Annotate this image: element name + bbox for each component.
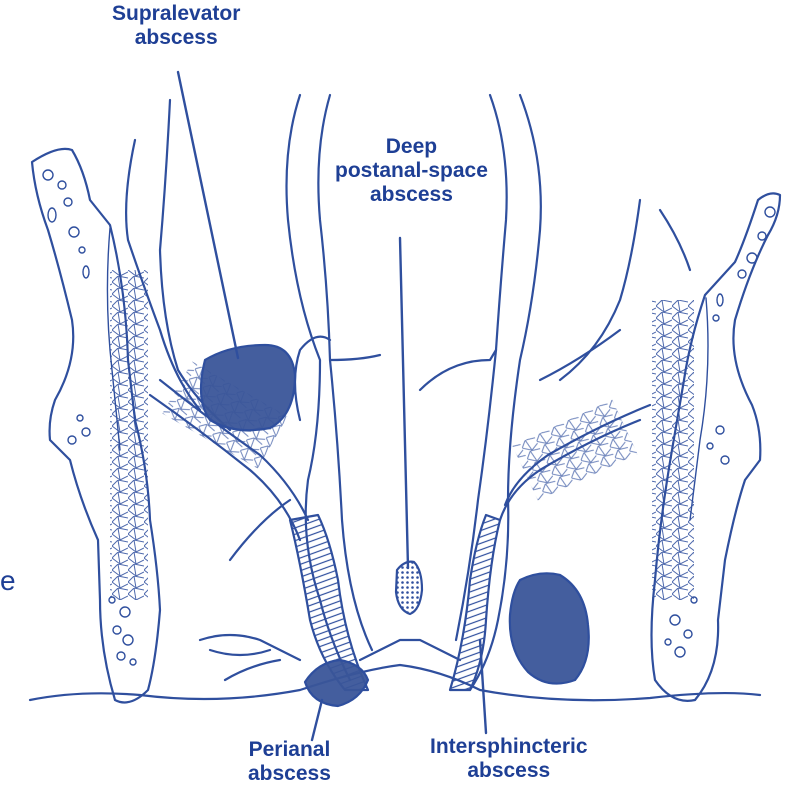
cropped-text-fragment: e <box>0 565 16 597</box>
left-pelvic-bone <box>32 149 160 703</box>
supralevator-abscess-label: Supralevator abscess <box>112 2 240 50</box>
intersphincteric-leader <box>480 640 486 733</box>
label-line: Perianal <box>248 738 331 762</box>
supralevator-abscess-shape <box>201 345 295 430</box>
label-line: abscess <box>248 762 331 786</box>
label-line: Supralevator <box>112 2 240 26</box>
deep-postanal-leader <box>400 238 408 568</box>
label-line: abscess <box>430 759 588 783</box>
anal-sphincters <box>290 515 500 690</box>
right-muscle-cells <box>652 300 694 600</box>
deep-postanal-abscess-shape <box>396 562 422 614</box>
deep-postanal-space-abscess-label: Deep postanal-space abscess <box>335 135 488 207</box>
intersphincteric-abscess-label: Intersphincteric abscess <box>430 735 588 783</box>
right-pelvic-bone <box>652 193 781 701</box>
label-line: postanal-space <box>335 159 488 183</box>
intersphincteric-abscess-shape <box>510 573 589 683</box>
label-line: abscess <box>112 26 240 50</box>
left-muscle-cells <box>110 270 148 600</box>
perianal-leader <box>312 700 322 740</box>
label-line: Intersphincteric <box>430 735 588 759</box>
label-line: Deep <box>335 135 488 159</box>
perianal-abscess-shape <box>305 660 368 706</box>
label-line: abscess <box>335 183 488 207</box>
perianal-abscess-label: Perianal abscess <box>248 738 331 786</box>
supralevator-leader <box>178 72 238 358</box>
